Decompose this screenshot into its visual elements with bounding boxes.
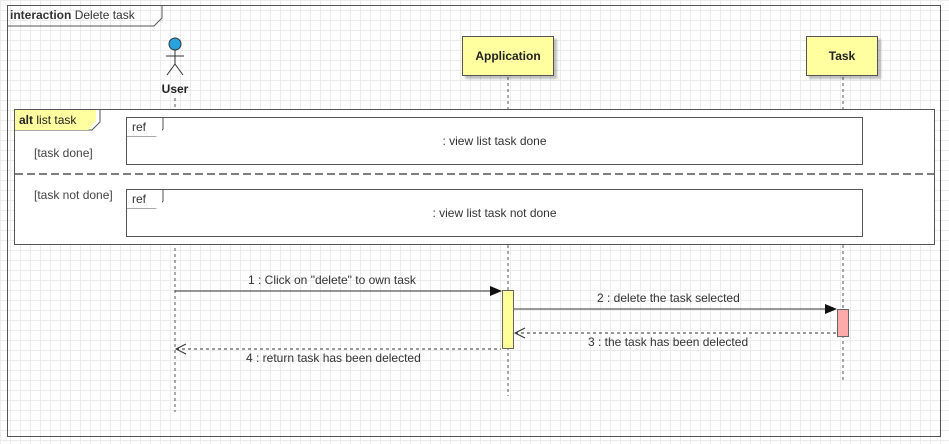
ref-keyword: ref [127, 190, 163, 208]
alt-label: list task [36, 113, 77, 127]
ref-keyword: ref [127, 118, 163, 136]
message-4-label: 4 : return task has been delected [246, 351, 421, 365]
alt-tab: alt list task [15, 110, 96, 130]
guard-task-not-done: [task not done] [34, 188, 113, 202]
frame-name: Delete task [74, 8, 135, 22]
ref-text: : view list task not done [432, 206, 557, 220]
frame-tab-outline [7, 5, 163, 27]
message-2-label: 2 : delete the task selected [597, 291, 740, 305]
message-3-label: 3 : the task has been delected [588, 335, 749, 349]
frame-keyword: interaction [10, 8, 72, 22]
user-actor-label: User [161, 82, 189, 96]
user-actor-icon[interactable] [166, 37, 184, 76]
application-participant[interactable]: Application [462, 36, 554, 76]
guard-task-done: [task done] [34, 146, 93, 160]
alt-tab-outline [15, 110, 101, 131]
operand-separator [15, 173, 934, 175]
application-activation-bar [502, 290, 514, 349]
interaction-frame [7, 5, 941, 437]
message-2-arrow[interactable] [514, 304, 837, 314]
task-participant[interactable]: Task [806, 36, 878, 76]
message-3-return-arrow[interactable] [513, 327, 836, 339]
message-1-label: 1 : Click on "delete" to own task [248, 273, 416, 287]
alt-keyword: alt [19, 113, 34, 127]
task-activation-bar [837, 309, 849, 337]
ref-view-list-task-done[interactable]: : view list task done [126, 117, 863, 165]
frame-title: interaction Delete task [10, 5, 135, 26]
ref-text: : view list task done [442, 134, 547, 148]
message-1-arrow[interactable] [175, 286, 502, 296]
ref-view-list-task-not-done[interactable]: : view list task not done [126, 189, 863, 237]
message-4-return-arrow[interactable] [174, 343, 501, 355]
